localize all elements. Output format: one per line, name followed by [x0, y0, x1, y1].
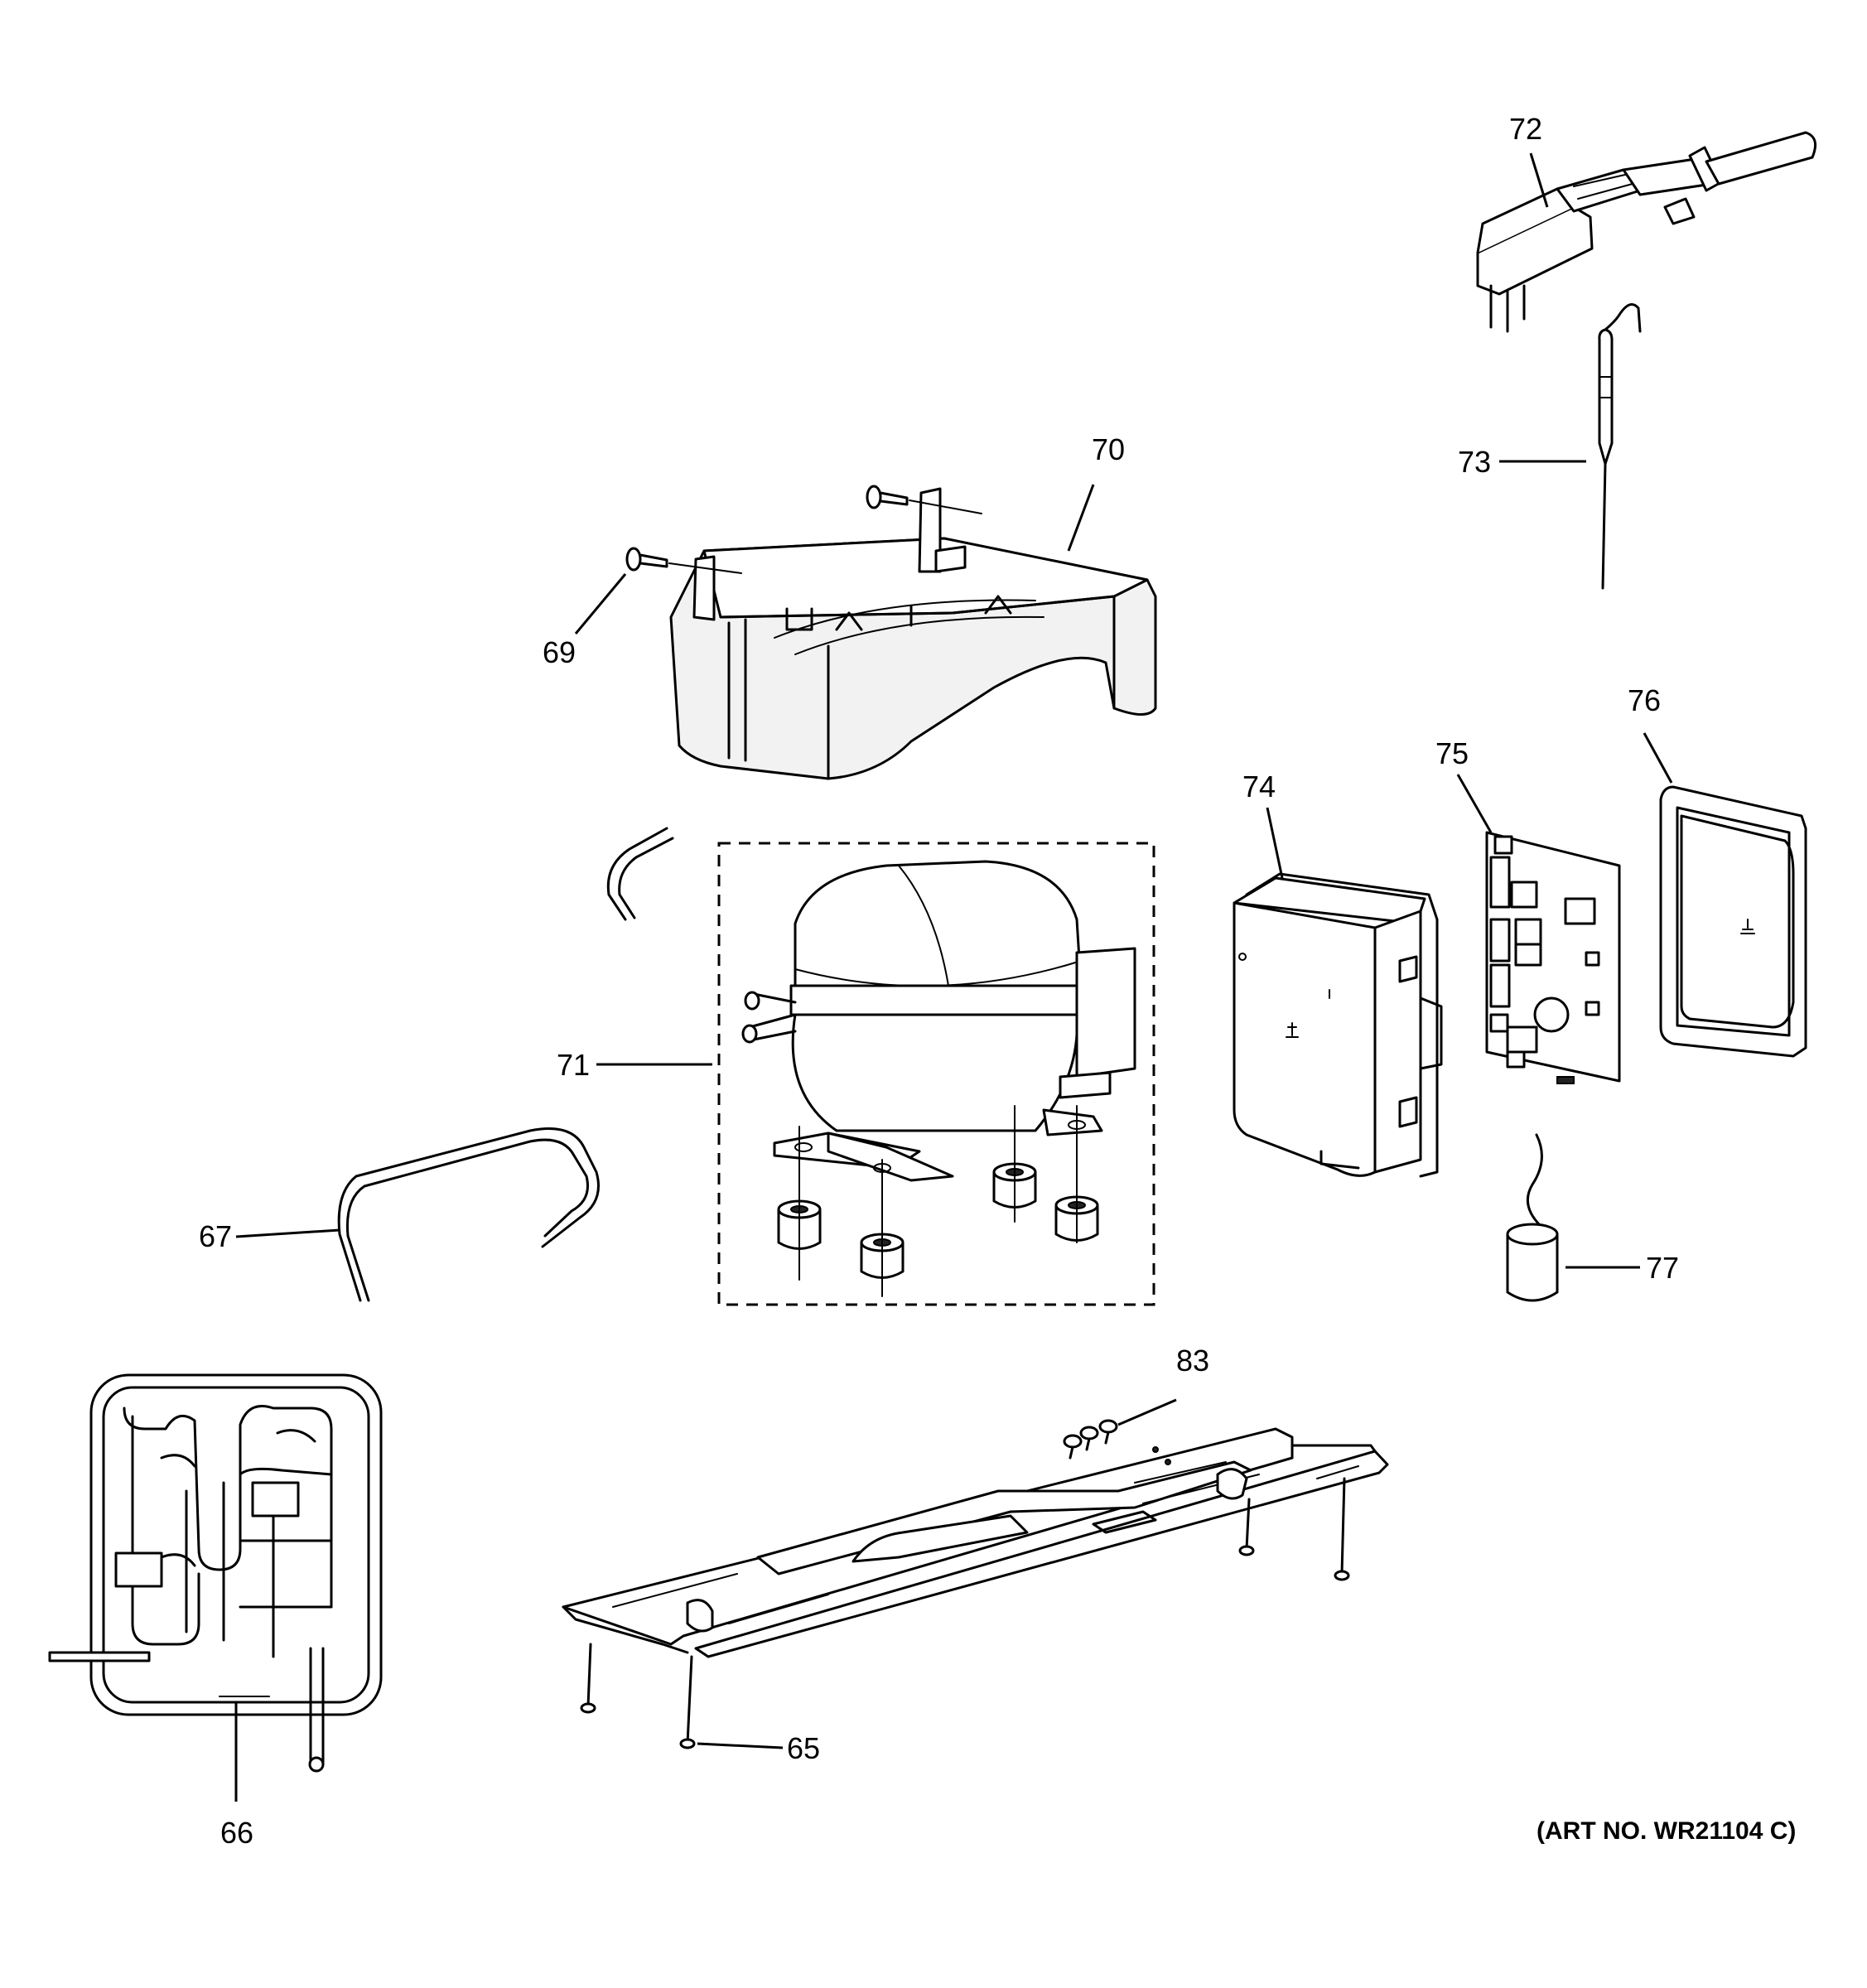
- rail-screw-3: [1238, 1498, 1255, 1556]
- callout-74: 74: [1242, 770, 1276, 803]
- callout-69: 69: [543, 635, 576, 669]
- rail-screw-4: [1334, 1477, 1350, 1581]
- callout-76: 76: [1628, 683, 1661, 717]
- callout-70: 70: [1092, 432, 1125, 466]
- callout-71: 71: [557, 1048, 590, 1082]
- leader-lines: [234, 152, 1673, 1802]
- power-cord-part: [1476, 131, 1817, 333]
- callout-67: 67: [199, 1219, 232, 1253]
- capacitor-part: [1506, 1133, 1559, 1302]
- suction-tube-part: [337, 1127, 600, 1302]
- board-cover-part: [1659, 785, 1807, 1058]
- tray-screw-rear: [866, 485, 982, 514]
- rail-screw-1: [580, 1643, 596, 1714]
- base-rails-part: [562, 1419, 1389, 1749]
- mounting-tray-part: [625, 485, 1157, 780]
- tray-screw-front: [625, 547, 742, 574]
- callout-66: 66: [220, 1816, 253, 1850]
- callout-65: 65: [787, 1731, 820, 1765]
- condenser-coil-part: [48, 1373, 383, 1773]
- callout-72: 72: [1509, 112, 1542, 146]
- discharge-tube-part: [606, 827, 674, 921]
- compressor-assembly-part: [717, 842, 1155, 1306]
- rail-top-screws: [1063, 1419, 1118, 1460]
- thermistor-part: [1598, 303, 1642, 590]
- callout-77: 77: [1646, 1251, 1679, 1285]
- callout-83: 83: [1176, 1344, 1209, 1378]
- art-number: (ART NO. WR21104 C): [1537, 1817, 1796, 1845]
- control-board-part: [1485, 831, 1621, 1084]
- callout-75: 75: [1435, 736, 1469, 770]
- callout-73: 73: [1458, 445, 1491, 479]
- control-box-part: [1233, 872, 1443, 1178]
- rail-screw-2: [679, 1655, 696, 1749]
